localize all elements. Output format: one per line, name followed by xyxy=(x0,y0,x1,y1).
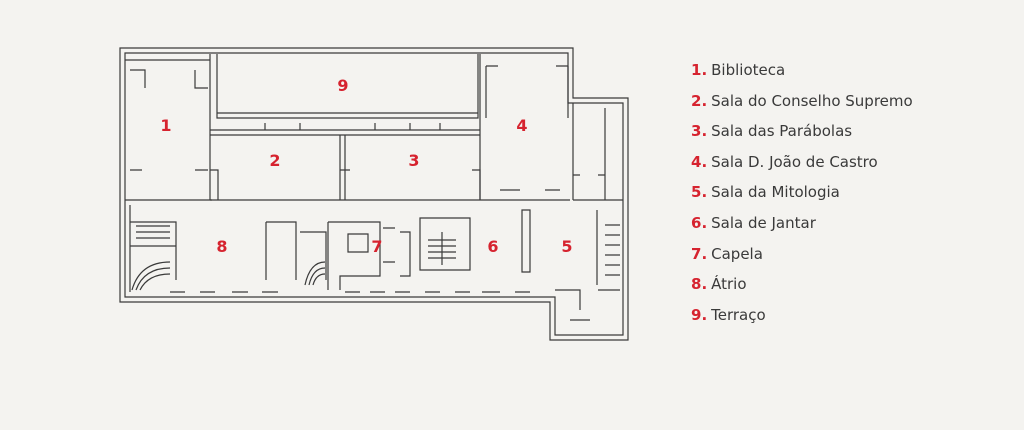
legend-label: Capela xyxy=(711,244,763,263)
room-2-3-walls xyxy=(210,123,481,201)
legend-number: 5 xyxy=(691,183,702,202)
outer-wall xyxy=(119,47,629,341)
room-legend: 1.Biblioteca 2.Sala do Conselho Supremo … xyxy=(691,59,913,334)
room-6-walls xyxy=(400,209,531,277)
stair-left xyxy=(131,261,171,291)
legend-item: 5.Sala da Mitologia xyxy=(691,183,840,202)
room-number-8: 8 xyxy=(216,237,227,256)
legend-item: 9.Terraço xyxy=(691,305,766,324)
legend-item: 1.Biblioteca xyxy=(691,61,786,79)
legend-label: Terraço xyxy=(711,305,766,324)
legend-label: Sala de Jantar xyxy=(711,213,816,232)
legend-number: 1 xyxy=(691,61,702,79)
legend-number: 9 xyxy=(691,305,702,324)
legend-item: 8.Átrio xyxy=(691,275,747,294)
legend-number: 3 xyxy=(691,122,702,141)
stair-center xyxy=(304,261,326,286)
legend-number: 2 xyxy=(691,91,702,110)
legend-item: 7.Capela xyxy=(691,244,763,263)
room-number-7: 7 xyxy=(371,237,382,256)
room-number-4: 4 xyxy=(516,116,527,135)
legend-number: 7 xyxy=(691,244,702,263)
room-1-walls xyxy=(125,54,212,201)
legend-label: Átrio xyxy=(711,275,747,294)
room-4-walls xyxy=(479,54,570,201)
room-number-5: 5 xyxy=(561,237,572,256)
legend-number: 4 xyxy=(691,152,702,171)
room-number-labels: 1 2 3 4 5 6 7 8 9 xyxy=(160,76,572,256)
room-9-walls xyxy=(216,54,479,119)
legend-label: Sala da Mitologia xyxy=(711,183,840,202)
legend-item: 2.Sala do Conselho Supremo xyxy=(691,91,913,110)
room-number-3: 3 xyxy=(408,151,419,170)
legend-item: 4.Sala D. João de Castro xyxy=(691,152,878,171)
legend-number: 6 xyxy=(691,213,702,232)
legend-label: Sala do Conselho Supremo xyxy=(711,91,913,110)
legend-item: 3.Sala das Parábolas xyxy=(691,122,853,141)
room-7-walls xyxy=(327,221,395,290)
room-8-walls xyxy=(129,205,327,292)
room-5-walls xyxy=(555,210,620,321)
room-number-6: 6 xyxy=(487,237,498,256)
legend-label: Sala das Parábolas xyxy=(711,122,853,141)
room-number-9: 9 xyxy=(337,76,348,95)
room-number-1: 1 xyxy=(160,116,171,135)
outer-wall-inner xyxy=(124,52,624,336)
room-number-2: 2 xyxy=(269,151,280,170)
legend-number: 8 xyxy=(691,275,702,294)
legend-item: 6.Sala de Jantar xyxy=(691,213,816,232)
floor-plan-walls xyxy=(119,47,629,341)
annex-walls xyxy=(572,103,623,201)
legend-label: Biblioteca xyxy=(711,61,786,79)
legend-label: Sala D. João de Castro xyxy=(711,152,878,171)
